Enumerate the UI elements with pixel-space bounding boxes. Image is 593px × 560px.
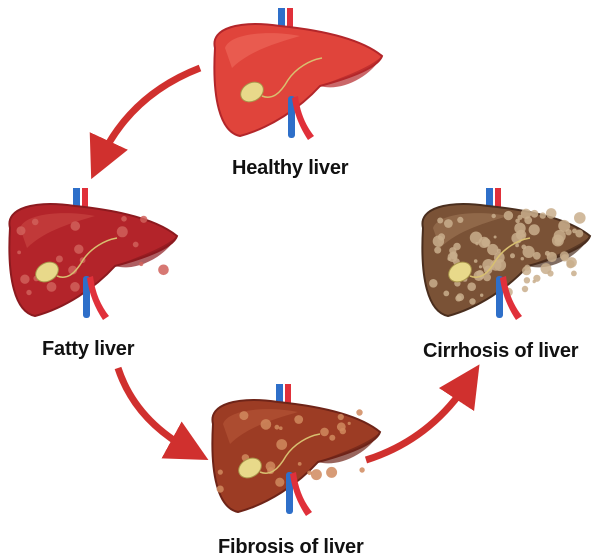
liver-spot xyxy=(571,271,577,277)
liver-spot xyxy=(20,275,29,284)
liver-spot xyxy=(275,425,280,430)
liver-spot xyxy=(279,426,283,430)
liver-spot xyxy=(554,230,566,242)
liver-spot xyxy=(469,298,475,304)
liver-spot xyxy=(139,262,143,266)
fibrosis-liver-illustration xyxy=(212,384,380,516)
liver-spot xyxy=(32,219,39,226)
cirrhosis-liver-label: Cirrhosis of liver xyxy=(423,340,578,363)
fatty-liver-illustration xyxy=(9,188,177,320)
liver-spot xyxy=(311,469,322,480)
liver-spot xyxy=(218,470,223,475)
liver-spot xyxy=(298,462,302,466)
cirrhosis-liver-illustration xyxy=(422,188,590,320)
liver-spot xyxy=(494,236,497,239)
arrow-fibrosis-to-cirrhosis xyxy=(366,382,468,460)
liver-spot xyxy=(437,218,443,224)
arrow-healthy-to-fatty xyxy=(100,68,200,160)
liver-spot xyxy=(456,293,464,301)
liver-spot xyxy=(429,279,438,288)
liver-spot xyxy=(479,265,482,268)
liver-spot xyxy=(217,486,224,493)
liver-spot xyxy=(320,428,329,437)
liver-spot xyxy=(453,243,461,251)
liver-spot xyxy=(546,208,557,219)
liver-spot xyxy=(337,422,346,431)
liver-spot xyxy=(474,259,478,263)
liver-spot xyxy=(133,242,139,248)
liver-spot xyxy=(545,251,550,256)
liver-spot xyxy=(117,226,128,237)
liver-spot xyxy=(524,277,530,283)
liver-spot xyxy=(510,253,515,258)
liver-spot xyxy=(523,246,535,258)
liver-spot xyxy=(17,251,21,255)
liver-spot xyxy=(522,266,531,275)
liver-spot xyxy=(533,275,540,282)
liver-spot xyxy=(307,471,312,476)
liver-spot xyxy=(450,251,458,259)
liver-spot xyxy=(275,478,284,487)
liver-spot xyxy=(443,291,449,297)
liver-spot xyxy=(158,265,169,276)
liver-spot xyxy=(480,294,483,297)
liver-spot xyxy=(71,221,81,231)
liver-spot xyxy=(572,229,577,234)
liver-spot xyxy=(329,435,335,441)
liver-spot xyxy=(533,252,541,260)
liver-spot xyxy=(121,216,127,222)
arrow-fatty-to-fibrosis xyxy=(118,368,190,450)
liver-spot xyxy=(561,254,568,261)
liver-spot xyxy=(531,210,539,218)
liver-spot xyxy=(540,212,546,218)
liver-spot xyxy=(294,415,303,424)
liver-spot xyxy=(434,247,441,254)
liver-spot xyxy=(514,223,525,234)
liver-spot xyxy=(239,411,248,420)
liver-spot xyxy=(529,224,540,235)
liver-spot xyxy=(504,211,513,220)
liver-spot xyxy=(541,263,552,274)
liver-spot xyxy=(356,409,362,415)
liver-spot xyxy=(521,257,524,260)
liver-spot xyxy=(326,467,337,478)
liver-spot xyxy=(515,244,519,248)
liver-spot xyxy=(470,232,482,244)
healthy-liver-label: Healthy liver xyxy=(232,157,348,180)
cycle-arrows xyxy=(100,68,468,460)
liver-spot xyxy=(487,244,498,255)
liver-spot xyxy=(74,245,83,254)
fatty-liver-label: Fatty liver xyxy=(42,338,134,361)
liver-spot xyxy=(444,219,453,228)
liver-spot xyxy=(338,414,344,420)
liver-spot xyxy=(17,226,26,235)
liver-spot xyxy=(276,439,287,450)
liver-spot xyxy=(359,467,364,472)
liver-spot xyxy=(492,214,496,218)
liver-spot xyxy=(70,282,80,292)
liver-spot xyxy=(26,290,31,295)
liver-spot xyxy=(261,419,272,430)
liver-spot xyxy=(574,212,586,224)
healthy-liver-illustration xyxy=(214,8,382,140)
liver-spot xyxy=(467,282,476,291)
liver-spot xyxy=(47,282,57,292)
liver-spot xyxy=(56,256,63,263)
liver-spot xyxy=(433,236,444,247)
liver-spot xyxy=(522,286,528,292)
liver-spot xyxy=(521,209,531,219)
fibrosis-liver-label: Fibrosis of liver xyxy=(218,536,364,559)
liver-spot xyxy=(348,422,351,425)
liver-spot xyxy=(140,216,147,223)
liver-spot xyxy=(457,217,463,223)
